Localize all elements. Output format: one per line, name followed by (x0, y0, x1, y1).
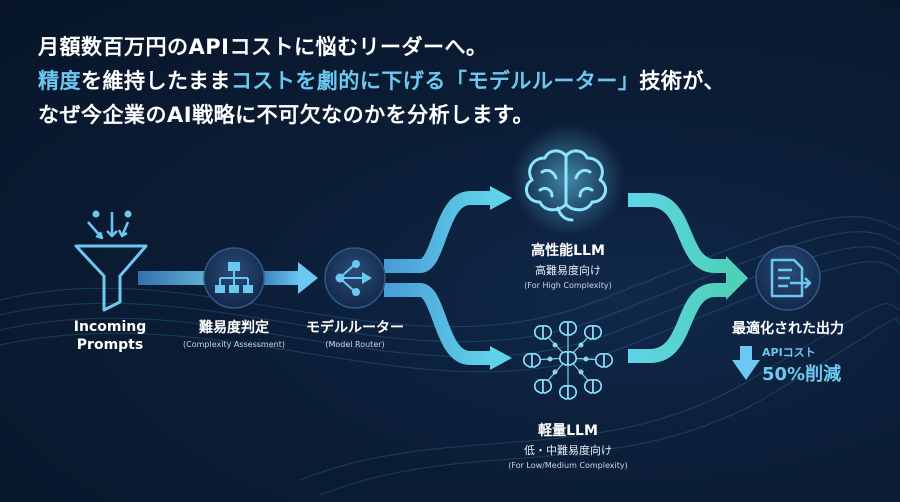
high-llm-label: 高性能LLM 高難易度向け (For High Complexity) (524, 243, 612, 290)
headline-highlight-router: 「モデルルーター」 (445, 69, 640, 93)
headline-line-1: 月額数百万円のAPIコストに悩むリーダーへ。 (38, 35, 488, 59)
brain-network-icon (523, 321, 613, 400)
arrow-high-to-output (628, 193, 728, 273)
savings-value: 50%削減 (762, 364, 842, 385)
funnel-icon (74, 210, 148, 312)
mini-brain-icon (559, 385, 577, 400)
output-node (755, 245, 821, 311)
router-icon (335, 260, 372, 296)
headline-line-2: 精度を維持したままコストを劇的に下げる「モデルルーター」技術が、 (38, 64, 878, 98)
mini-brain-icon (559, 321, 577, 336)
cost-savings: APIコスト 50%削減 (762, 344, 841, 386)
arrow-router-to-light (384, 283, 512, 370)
down-arrow-icon (732, 346, 760, 380)
mini-brain-icon (584, 379, 602, 394)
brain-icon (512, 124, 624, 236)
assessment-node (203, 247, 265, 309)
output-label: 最適化された出力 (732, 321, 844, 337)
headline-text-tech: 技術が、 (639, 69, 725, 93)
mini-brain-icon (534, 325, 552, 340)
arrow-prompts-to-assessment (138, 271, 204, 285)
mini-brain-icon (559, 351, 577, 366)
mini-brain-icon (584, 325, 602, 340)
hierarchy-icon (215, 262, 253, 293)
headline-line-3: なぜ今企業のAI戦略に不可欠なのかを分析します。 (38, 103, 534, 127)
mini-brain-icon (534, 379, 552, 394)
prompts-label: Incoming Prompts (73, 319, 147, 353)
document-output-icon (770, 258, 812, 298)
headline-text-maintain: を維持したまま (81, 69, 231, 93)
assessment-label: 難易度判定 (Complexity Assessment) (183, 320, 285, 349)
router-label: モデルルーター (Model Router) (306, 320, 404, 349)
light-llm-label: 軽量LLM 低・中難易度向け (For Low/Medium Complexit… (508, 423, 628, 470)
router-node (324, 247, 386, 309)
headline: 月額数百万円のAPIコストに悩むリーダーへ。 精度を維持したままコストを劇的に下… (38, 30, 878, 132)
savings-label: APIコスト (762, 346, 816, 359)
headline-highlight-cost: コストを劇的に下げる (230, 69, 446, 93)
background-waves (0, 216, 900, 496)
mini-brain-icon (595, 353, 613, 368)
arrow-router-to-high (384, 186, 512, 273)
arrow-assessment-to-router (262, 262, 318, 294)
headline-highlight-precision: 精度 (38, 69, 81, 93)
arrow-light-to-output (628, 256, 748, 363)
mini-brain-icon (523, 353, 541, 368)
